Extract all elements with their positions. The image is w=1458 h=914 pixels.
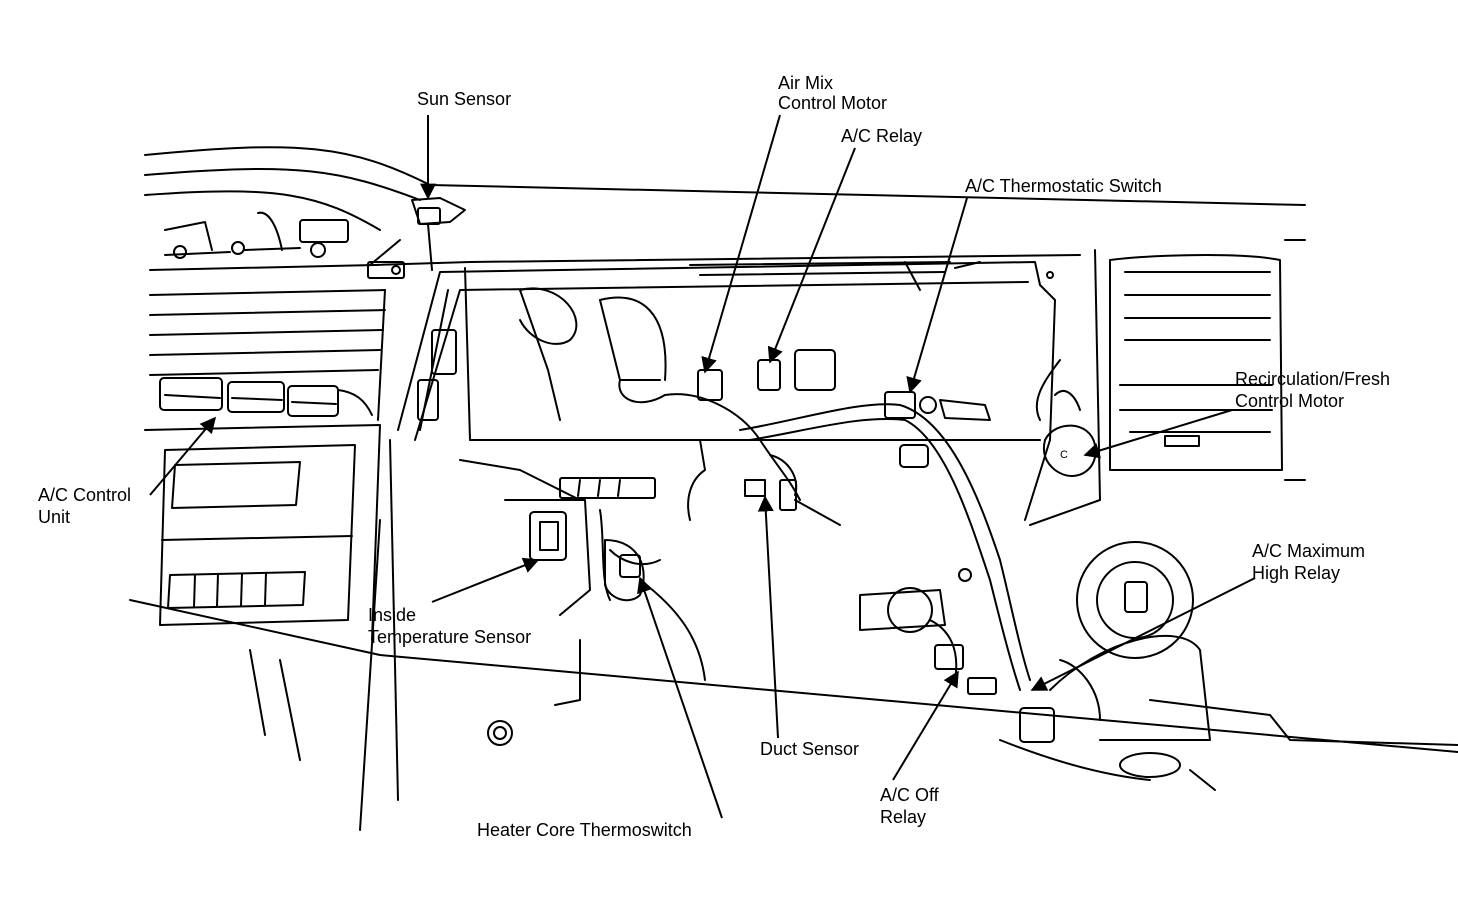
ac-control-unit-drawing bbox=[159, 377, 373, 417]
label-ac-off-line1: A/C Off bbox=[880, 785, 939, 805]
leader-inside-temp bbox=[431, 557, 540, 603]
label-ac-max-high-line2: High Relay bbox=[1252, 563, 1341, 583]
sun-sensor-drawing bbox=[367, 197, 466, 279]
wiring-harness bbox=[599, 393, 1101, 721]
components bbox=[359, 349, 1211, 831]
label-ac-relay: A/C Relay bbox=[841, 126, 923, 146]
heater-box bbox=[397, 261, 1056, 521]
label-air-mix-line1: Air Mix bbox=[778, 73, 833, 93]
leader-lines bbox=[149, 114, 1256, 819]
leader-air-mix bbox=[701, 114, 781, 374]
left-vent bbox=[149, 289, 386, 421]
leader-duct-sensor bbox=[757, 495, 779, 739]
instrument-cluster bbox=[164, 211, 349, 259]
recirc-motor-drawing bbox=[1035, 359, 1097, 477]
recirc-motor-mark: C bbox=[1060, 449, 1068, 461]
label-recirc-line1: Recirculation/Fresh bbox=[1235, 369, 1391, 389]
label-duct-sensor: Duct Sensor bbox=[760, 739, 860, 759]
leader-heater-core bbox=[637, 576, 723, 819]
leader-recirc-motor bbox=[1083, 409, 1233, 459]
label-air-mix-line2: Control Motor bbox=[778, 93, 888, 113]
label-ac-max-high-line1: A/C Maximum bbox=[1252, 541, 1366, 561]
leader-ac-off bbox=[892, 670, 959, 781]
label-sun-sensor: Sun Sensor bbox=[417, 89, 512, 109]
steering-column-area bbox=[999, 699, 1458, 791]
leader-ac-relay bbox=[767, 147, 856, 364]
leader-thermostatic-switch bbox=[906, 197, 968, 394]
center-stack bbox=[129, 424, 1458, 761]
leader-ac-control-unit bbox=[149, 416, 217, 496]
label-heater-core-thermoswitch: Heater Core Thermoswitch bbox=[477, 820, 692, 840]
dash-top-outline bbox=[144, 146, 1306, 271]
label-recirc-line2: Control Motor bbox=[1235, 391, 1345, 411]
right-vent bbox=[1029, 239, 1306, 526]
label-inside-temp-line1: Inside bbox=[368, 605, 417, 625]
label-ac-off-line2: Relay bbox=[880, 807, 927, 827]
label-ac-control-unit-line1: A/C Control bbox=[38, 485, 132, 505]
leader-ac-max-high bbox=[1030, 577, 1256, 691]
label-inside-temp-line2: Temperature Sensor bbox=[368, 627, 532, 647]
label-ac-control-unit-line2: Unit bbox=[38, 507, 71, 527]
label-ac-thermostatic-switch: A/C Thermostatic Switch bbox=[965, 176, 1162, 196]
